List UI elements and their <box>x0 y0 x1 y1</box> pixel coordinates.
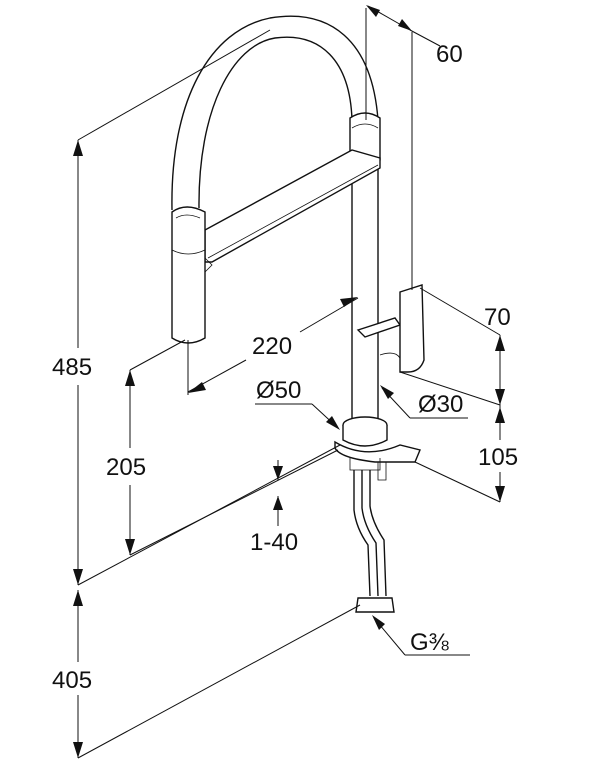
dim-body-diameter: Ø30 <box>418 391 463 418</box>
dim-below-deck: 405 <box>52 667 92 694</box>
dim-total-height: 485 <box>52 354 92 381</box>
dim-connection-thread: G⅜ <box>410 629 450 656</box>
dim-spout-reach: 220 <box>252 333 292 360</box>
dim-spout-height: 205 <box>106 454 146 481</box>
dimension-lines <box>73 5 505 758</box>
dim-base-diameter: Ø50 <box>256 377 301 404</box>
dim-depth-top: 60 <box>436 41 463 68</box>
faucet-body <box>171 15 425 613</box>
extension-lines <box>77 8 501 759</box>
dim-deck-thickness: 1-40 <box>250 529 298 556</box>
dim-handle-height: 70 <box>484 304 511 331</box>
dim-handle-elevation: 105 <box>478 444 518 471</box>
